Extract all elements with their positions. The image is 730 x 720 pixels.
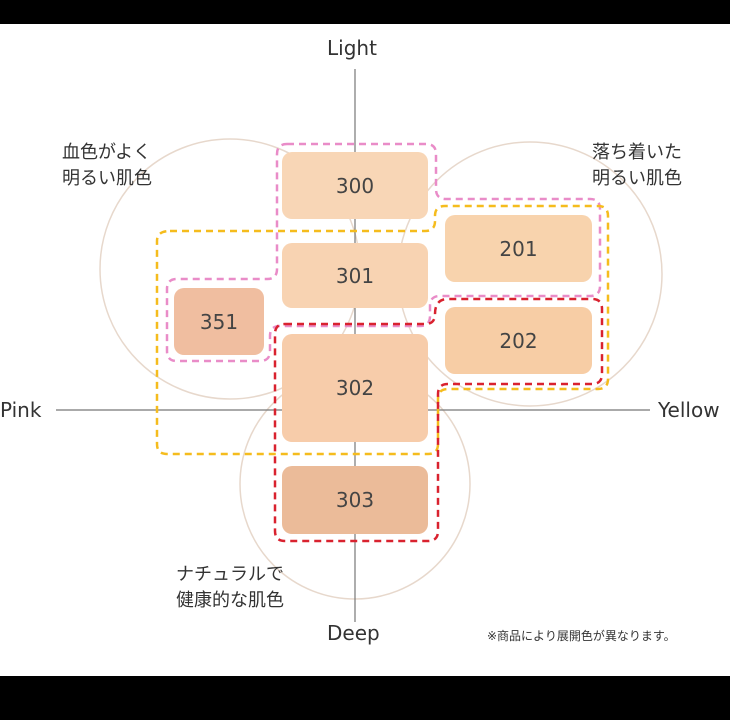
yellow-dashed-group xyxy=(155,204,610,456)
shade-swatch-202: 202 xyxy=(445,307,592,374)
shade-swatch-301: 301 xyxy=(282,243,428,308)
shade-code: 303 xyxy=(335,488,375,512)
shade-code: 201 xyxy=(499,236,538,261)
shade-code: 351 xyxy=(199,309,239,334)
pink-dashed-group xyxy=(165,142,602,363)
shade-code: 301 xyxy=(335,263,375,288)
axis-label-pink: Pink xyxy=(0,398,42,422)
shade-swatch-302: 302 xyxy=(282,334,428,442)
shade-code: 302 xyxy=(335,376,375,400)
shade-swatch-351: 351 xyxy=(174,288,264,355)
availability-note: ※商品により展開色が異なります。 xyxy=(487,629,676,643)
shade-swatch-201: 201 xyxy=(445,215,592,282)
axis-label-deep: Deep xyxy=(327,621,380,645)
shade-map: Light Deep Pink Yellow 血色がよく 明るい肌色 落ち着いた… xyxy=(0,24,730,676)
shade-code: 202 xyxy=(499,328,538,353)
region-label-pink-bright: 血色がよく 明るい肌色 xyxy=(62,142,152,190)
region-label-natural: ナチュラルで 健康的な肌色 xyxy=(176,564,284,612)
axis-label-light: Light xyxy=(327,36,377,60)
region-label-yellow-calm: 落ち着いた 明るい肌色 xyxy=(592,142,682,190)
axis-label-yellow: Yellow xyxy=(658,398,720,422)
shade-code: 300 xyxy=(335,173,375,198)
shade-swatch-300: 300 xyxy=(282,152,428,219)
shade-swatch-303: 303 xyxy=(282,466,428,534)
